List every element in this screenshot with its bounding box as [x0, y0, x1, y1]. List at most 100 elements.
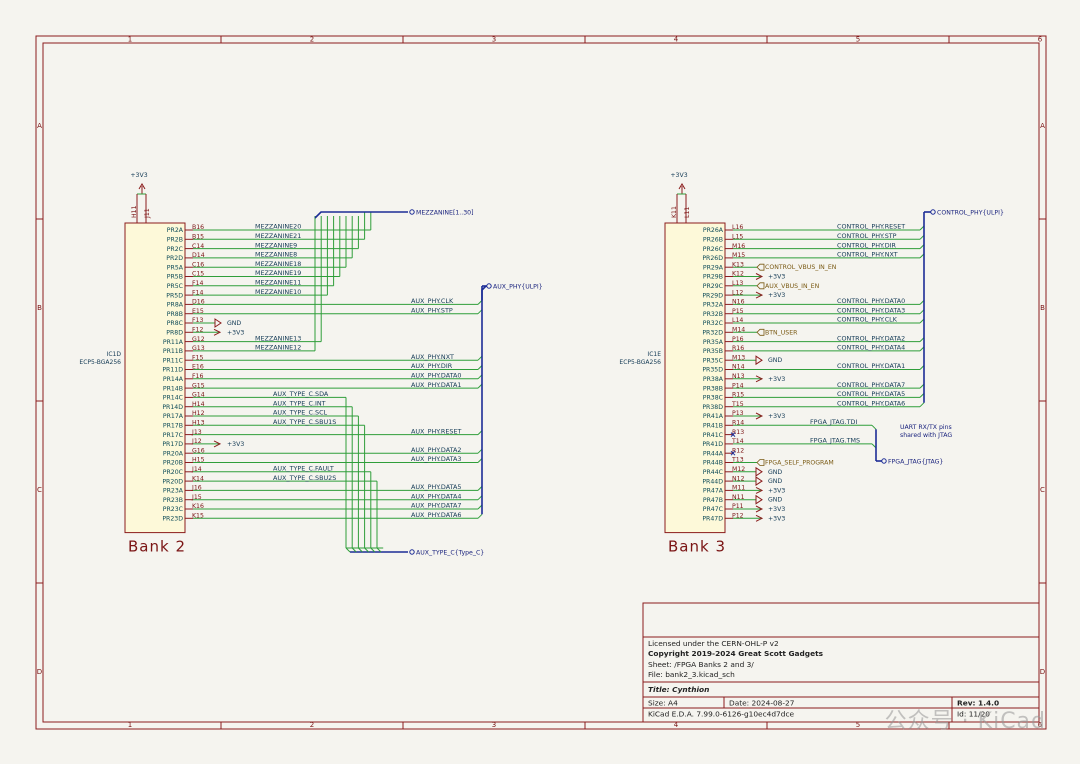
- bank3-pin-num: M11: [732, 485, 745, 492]
- bank3-pin-name: PR38C: [703, 395, 723, 402]
- bank2-pin-num: C14: [192, 243, 204, 250]
- bank3-pin-name: PR41D: [702, 441, 723, 448]
- bank2-pin-name: PR14B: [163, 385, 183, 392]
- bank3-gnd-label: GND: [768, 469, 782, 476]
- bank3-net-label: CONTROL_PHY.DATA6: [837, 399, 905, 407]
- bank2-pin-num: F14: [192, 280, 203, 287]
- bank2-pin-num: E16: [192, 364, 204, 371]
- bank3-net-label: CONTROL_PHY.CLK: [837, 316, 898, 324]
- bank2-pwr-arrow: [213, 328, 222, 336]
- bank2-pin-name: PR5C: [167, 283, 183, 290]
- bank2-pin-name: PR23A: [163, 488, 184, 495]
- frame-col-bottom: 1: [128, 721, 132, 729]
- bank3-symbol-body: [664, 222, 726, 534]
- bank2-net-label: AUX_PHY.DATA6: [411, 511, 461, 519]
- title-file: File: bank2_3.kicad_sch: [648, 670, 735, 679]
- bank3-pin-num: R14: [732, 420, 744, 427]
- bank3-pwr-label: +3V3: [768, 292, 785, 299]
- bank3-vcc-power-label: +3V3: [670, 172, 687, 179]
- bank3-pin-name: PR29A: [703, 264, 724, 271]
- bank2-net-label: AUX_TYPE_C.SCL: [273, 409, 328, 417]
- bank3-net-label: CONTROL_PHY.DATA3: [837, 306, 905, 314]
- bank3-global-label: CONTROL_VBUS_IN_EN: [765, 264, 837, 271]
- bank2-vcc-pin-num: J11: [144, 208, 151, 219]
- bank2-pin-num: K15: [192, 513, 204, 520]
- bank2-typec-entry: [370, 547, 376, 553]
- bank2-pin-name: PR11D: [162, 367, 183, 374]
- bank2-phy-entry: [477, 513, 483, 519]
- bank2-pin-name: PR8D: [166, 330, 183, 337]
- watermark: 公众号 · KiCad: [884, 709, 1046, 734]
- bank2-vcc-pin-num: H11: [131, 205, 138, 218]
- bank2-pin-name: PR8C: [167, 320, 183, 327]
- frame-row-left: B: [37, 304, 42, 312]
- bank3-global-label-flag: [756, 263, 765, 271]
- bank2-pin-num: D16: [192, 299, 205, 306]
- bank3-gnd-symbol: [755, 476, 763, 487]
- bank3-pin-name: PR44D: [702, 478, 723, 485]
- bank2-pin-num: H12: [192, 410, 205, 417]
- title-block-frame: [642, 602, 1040, 723]
- bank2-pin-num: K16: [192, 503, 204, 510]
- bank3-net-label: CONTROL_PHY.DIR: [837, 241, 897, 249]
- bank2-pin-num: F15: [192, 354, 203, 361]
- bank3-pwr-label: +3V3: [768, 413, 785, 420]
- bank2-phy-bus-label: AUX_PHY{ULPI}: [493, 284, 543, 291]
- bank2-pin-name: PR20B: [163, 460, 183, 467]
- bank3-global-label-flag: [756, 282, 765, 290]
- bank2-pin-num: E15: [192, 308, 204, 315]
- bank2-pin-name: PR20D: [162, 478, 183, 485]
- bank2-pin-num: G14: [192, 392, 205, 399]
- bank3-gnd-symbol: [755, 466, 763, 477]
- bank2-typec-entry: [364, 547, 369, 553]
- bank3-net-label: CONTROL_PHY.DATA0: [837, 297, 905, 305]
- bank2-pin-name: PR2D: [166, 255, 183, 262]
- frame-row-left: A: [37, 122, 42, 130]
- bank3-vcc-arrow-head: [678, 183, 686, 190]
- bank2-net-label: AUX_PHY.DATA1: [411, 381, 461, 389]
- bank3-pin-num: T14: [731, 438, 744, 445]
- bank2-net-label: MEZZANINE18: [255, 260, 301, 268]
- bank3-pin-name: PR47D: [702, 516, 723, 523]
- bank3-part: ECP5-BGA256: [619, 359, 661, 366]
- frame-col-bottom: 6: [1038, 721, 1043, 729]
- bank2-pin-name: PR23C: [163, 506, 183, 513]
- bank2-typec-entry: [376, 547, 382, 553]
- title-date: Date: 2024-08-27: [729, 699, 795, 708]
- bank3-net-label: CONTROL_PHY.DATA1: [837, 362, 905, 370]
- bank3-gnd-symbol: [755, 355, 763, 366]
- frame-col-bottom: 4: [674, 721, 679, 729]
- bank3-pin-name: PR29D: [702, 292, 723, 299]
- bank3-pin-name: PR29B: [703, 274, 723, 281]
- bank2-pin-num: J12: [191, 438, 202, 445]
- bank3-phy-bus-port: [930, 209, 936, 215]
- frame-row-right: C: [1040, 486, 1045, 494]
- bank3-pin-name: PR47C: [703, 506, 723, 513]
- bank2-pin-name: PR5B: [167, 274, 183, 281]
- bank3-gnd-label: GND: [768, 478, 782, 485]
- bank3-gnd-label: GND: [768, 357, 782, 364]
- bank2-ref: IC1D: [107, 351, 122, 358]
- bank2-pin-num: K14: [192, 475, 204, 482]
- bank2-pin-name: PR8B: [167, 311, 183, 318]
- bank2-pin-name: PR5A: [167, 264, 184, 271]
- bank2-net-label: AUX_PHY.DATA0: [411, 372, 461, 380]
- bank2-net-label: MEZZANINE8: [255, 251, 297, 259]
- bank3-phy-entry: [919, 402, 925, 408]
- bank2-net-label: AUX_PHY.DATA4: [411, 492, 461, 500]
- title-name: Title: Cynthion: [648, 685, 709, 694]
- bank3-global-label: AUX_VBUS_IN_EN: [765, 283, 820, 290]
- bank2-typec-entry: [351, 547, 357, 553]
- bank2-vcc-arrow-head: [138, 183, 146, 190]
- bank3-pin-num: P13: [732, 410, 744, 417]
- frame-col-top: 5: [856, 36, 860, 44]
- bank2-net-label: MEZZANINE19: [255, 269, 301, 277]
- bank2-net-label: MEZZANINE13: [255, 334, 301, 342]
- bank2-net-label: MEZZANINE11: [255, 279, 301, 287]
- bank3-bank-name: Bank 3: [668, 538, 726, 556]
- bank3-pin-name: PR26A: [703, 227, 724, 234]
- bank3-pin-num: R15: [732, 392, 744, 399]
- bank2-symbol-body: [124, 222, 186, 534]
- bank3-net-label: FPGA_JTAG.TDI: [810, 418, 857, 426]
- bank3-global-label: BTN_USER: [765, 329, 798, 336]
